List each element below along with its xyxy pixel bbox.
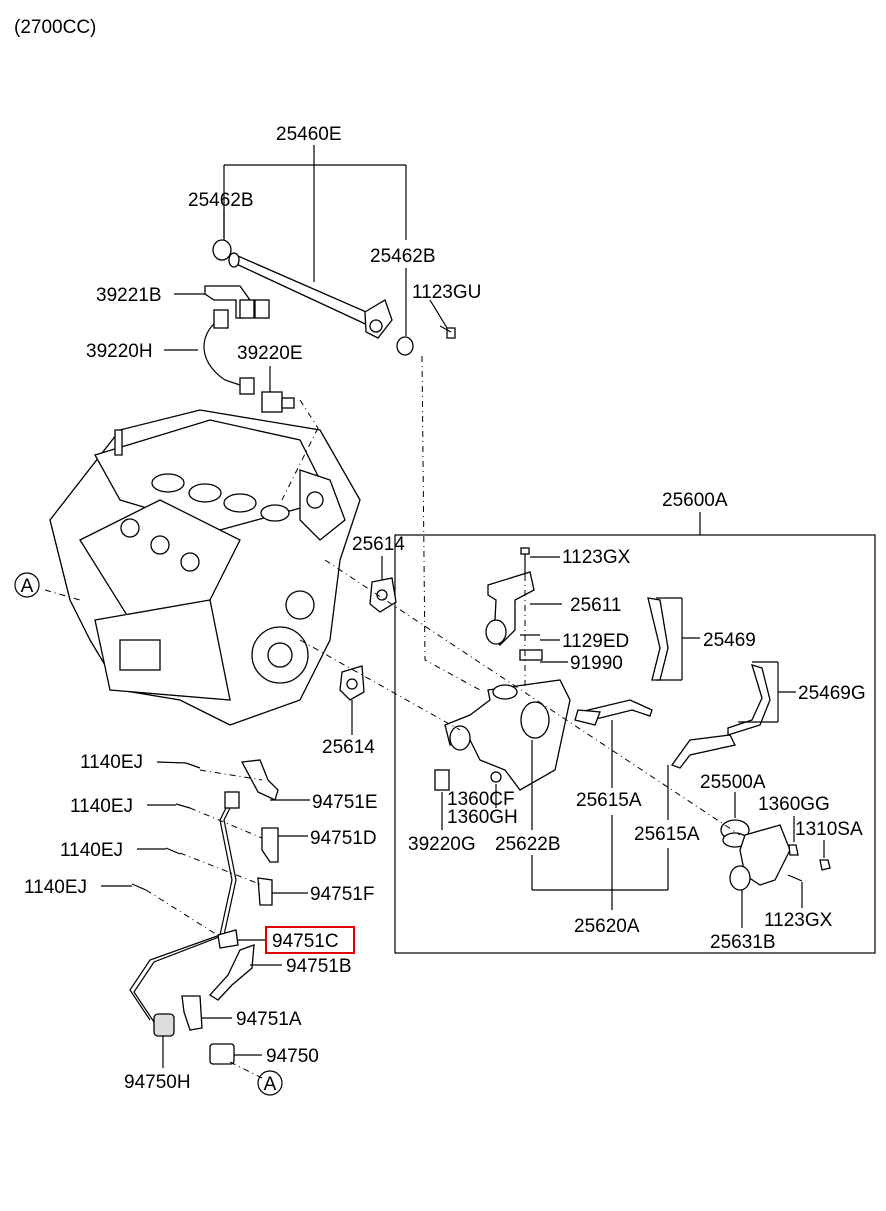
part-label-91990[interactable]: 91990 [570,653,623,674]
thermostat-housing-illustration [434,547,831,891]
part-label-25614-upper[interactable]: 25614 [352,534,405,555]
part-label-94750H[interactable]: 94750H [124,1072,191,1093]
leader-lines [101,145,825,1068]
part-number-labels: 25460E 25462B 25462B 1123GU 39221B 39220… [24,124,866,1093]
part-label-94751F[interactable]: 94751F [310,884,374,905]
part-label-1123GX-lower[interactable]: 1123GX [764,910,833,931]
gasket-illustration [339,577,397,701]
part-label-1140EJ-4[interactable]: 1140EJ [24,877,87,898]
part-label-94751C[interactable]: 94751C [272,931,339,952]
part-label-25611[interactable]: 25611 [570,595,621,616]
reference-marker-a-engine: A [14,572,40,598]
thermostat-housing-group-box [394,534,876,954]
part-label-1360CF[interactable]: 1360CF [447,789,515,810]
part-label-1123GX-upper[interactable]: 1123GX [562,547,631,568]
part-label-25469[interactable]: 25469 [703,630,756,651]
part-label-25631B[interactable]: 25631B [710,932,776,953]
assembly-guide-lines [44,355,741,1079]
part-label-1123GU[interactable]: 1123GU [412,282,481,303]
part-label-94751D[interactable]: 94751D [310,828,377,849]
part-label-25462B-left[interactable]: 25462B [188,190,254,211]
part-label-1360GH[interactable]: 1360GH [447,807,518,828]
part-label-25462B-right[interactable]: 25462B [370,246,436,267]
part-label-94751A[interactable]: 94751A [236,1009,302,1030]
coolant-pipe-illustration [212,239,456,356]
part-label-25469G[interactable]: 25469G [798,683,866,704]
part-label-25615A-left[interactable]: 25615A [576,790,642,811]
highlight-box-94751C [265,926,355,954]
svg-text:A: A [21,576,34,597]
part-label-1360GG[interactable]: 1360GG [758,794,830,815]
part-label-1140EJ-1[interactable]: 1140EJ [80,752,143,773]
engine-size-header: (2700CC) [14,17,96,38]
part-label-25614-lower[interactable]: 25614 [322,737,375,758]
part-label-94751E[interactable]: 94751E [312,792,378,813]
part-label-39220H[interactable]: 39220H [86,341,153,362]
part-label-1310SA[interactable]: 1310SA [795,819,863,840]
part-label-1140EJ-3[interactable]: 1140EJ [60,840,123,861]
part-label-25460E[interactable]: 25460E [276,124,342,145]
part-label-25620A[interactable]: 25620A [574,916,640,937]
part-label-39220E[interactable]: 39220E [237,343,303,364]
part-label-1129ED[interactable]: 1129ED [562,631,629,652]
part-label-94750[interactable]: 94750 [266,1046,319,1067]
part-label-25600A[interactable]: 25600A [662,490,728,511]
reference-marker-a-harness: A [257,1070,283,1096]
part-label-25615A-right[interactable]: 25615A [634,824,700,845]
part-label-39220G[interactable]: 39220G [408,834,476,855]
part-label-25622B[interactable]: 25622B [495,834,561,855]
engine-block-illustration [49,409,361,726]
part-label-94751B[interactable]: 94751B [286,956,352,977]
sensor-bracket-illustration [203,285,295,413]
part-label-25500A[interactable]: 25500A [700,772,766,793]
part-label-1140EJ-2[interactable]: 1140EJ [70,796,133,817]
svg-text:A: A [264,1074,277,1095]
part-label-39221B[interactable]: 39221B [96,285,162,306]
